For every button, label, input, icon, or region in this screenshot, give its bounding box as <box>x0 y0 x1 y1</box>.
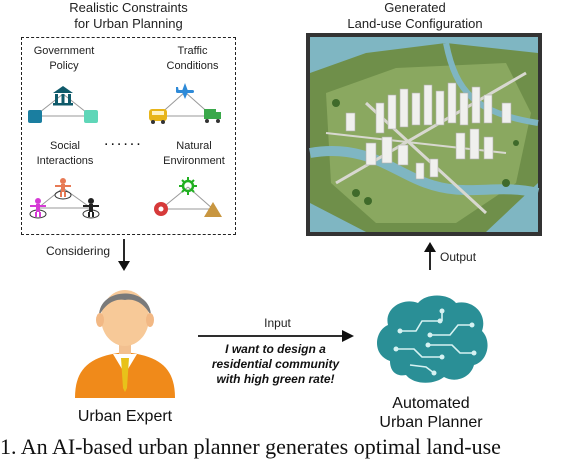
request-line1: I want to design a <box>225 342 326 356</box>
social-interactions-label: Social Interactions <box>20 139 110 169</box>
considering-label: Considering <box>46 244 111 258</box>
planner-label-line2: Urban Planner <box>379 414 483 431</box>
traffic-graph-icon <box>149 83 221 124</box>
input-arrow <box>198 330 354 342</box>
constraints-title-line1: Realistic Constraints <box>69 0 188 15</box>
social-graph-icon <box>29 178 100 219</box>
constraints-box <box>21 37 236 235</box>
automated-planner-label: Automated Urban Planner <box>370 394 492 432</box>
natural-label-line1: Natural <box>176 140 212 152</box>
urban-expert-label: Urban Expert <box>77 408 173 425</box>
mountain-icon <box>204 202 222 217</box>
figure-caption: 1. An AI-based urban planner generates o… <box>0 434 501 459</box>
city-render <box>306 33 542 236</box>
request-line2: residential community <box>211 357 340 371</box>
output-label: Output <box>440 250 477 264</box>
government-graph-icon <box>28 86 98 123</box>
sun-icon <box>179 177 197 195</box>
government-label-line2: Policy <box>49 60 79 72</box>
bank-icon <box>53 86 73 106</box>
generated-title-line2: Land-use Configuration <box>347 16 483 31</box>
planner-label-line1: Automated <box>392 395 470 412</box>
generated-title: Generated Land-use Configuration <box>300 0 530 32</box>
car-icon <box>149 109 167 124</box>
airplane-icon <box>176 83 194 99</box>
considering-arrow <box>118 239 130 271</box>
generated-title-line1: Generated <box>384 0 446 15</box>
natural-label-line2: Environment <box>163 155 225 167</box>
output-arrow <box>424 242 436 270</box>
person-icon <box>55 178 71 197</box>
truck-icon <box>204 109 221 123</box>
constraint-icons <box>28 83 222 219</box>
constraints-title: Realistic Constraints for Urban Planning <box>21 0 236 32</box>
natural-graph-icon <box>154 177 222 217</box>
urban-expert-icon <box>75 290 175 398</box>
social-label-line2: Interactions <box>36 155 94 167</box>
request-text: I want to design a residential community… <box>198 342 353 387</box>
brain-icon <box>377 295 488 383</box>
government-label-line1: Government <box>33 45 95 57</box>
input-label: Input <box>264 316 291 330</box>
social-label-line1: Social <box>50 140 80 152</box>
request-line3: with high green rate! <box>216 372 335 386</box>
traffic-label-line1: Traffic <box>177 45 208 57</box>
government-policy-label: Government Policy <box>25 44 103 74</box>
traffic-conditions-label: Traffic Conditions <box>150 44 235 74</box>
node-icon <box>28 110 42 123</box>
person-icon <box>83 198 99 217</box>
traffic-label-line2: Conditions <box>166 60 219 72</box>
node-icon <box>84 110 98 123</box>
natural-environment-label: Natural Environment <box>150 139 238 169</box>
ellipsis: ...... <box>104 132 143 149</box>
flower-icon <box>154 202 168 216</box>
person-icon <box>30 198 46 217</box>
constraints-title-line2: for Urban Planning <box>74 16 183 31</box>
